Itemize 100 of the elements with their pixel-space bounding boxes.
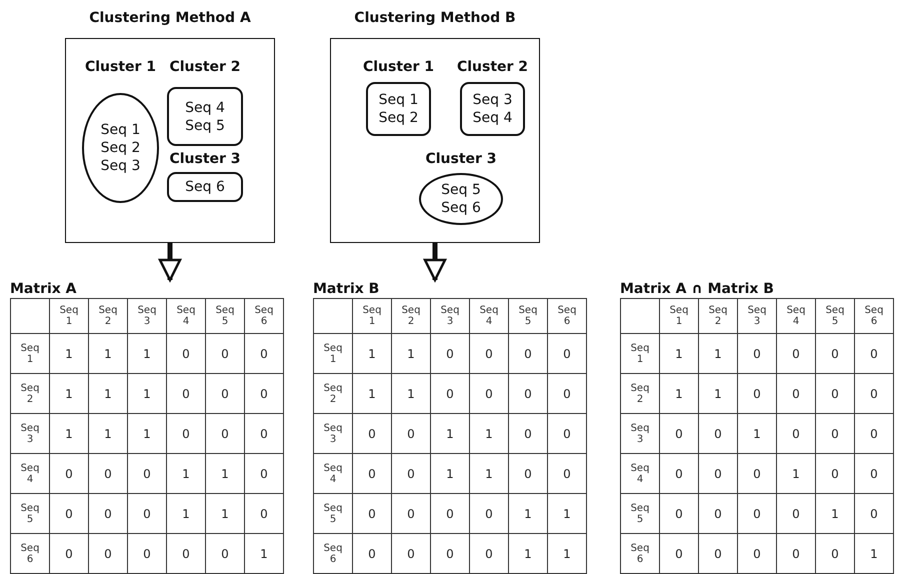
matrix-value: 0	[508, 454, 548, 494]
matrix-value: 0	[854, 374, 894, 414]
panel-title: Clustering Method B	[353, 9, 517, 28]
row-header: Seq 1	[620, 334, 660, 374]
matrix-value: 1	[776, 454, 816, 494]
matrix-value: 1	[88, 374, 128, 414]
column-header: Seq 3	[738, 298, 776, 334]
matrix-value: 0	[816, 334, 854, 374]
matrix-value: 1	[128, 334, 166, 374]
matrix-value: 1	[88, 334, 128, 374]
matrix-value: 1	[206, 494, 244, 534]
column-header: Seq 4	[470, 298, 508, 334]
row-header: Seq 3	[10, 414, 50, 454]
row-header: Seq 2	[314, 374, 352, 414]
matrix-value: 0	[88, 454, 128, 494]
matrix-value: 0	[128, 454, 166, 494]
matrix-value: 0	[738, 534, 776, 574]
matrix-value: 0	[854, 494, 894, 534]
matrix-value: 0	[352, 534, 392, 574]
matrix-value: 0	[88, 494, 128, 534]
matrix-value: 1	[50, 334, 88, 374]
matrix-value: 0	[470, 494, 508, 534]
matrix-value: 1	[548, 534, 586, 574]
column-header: Seq 6	[548, 298, 586, 334]
matrix-value: 0	[206, 334, 244, 374]
column-header: Seq 2	[698, 298, 738, 334]
matrix-value: 0	[738, 374, 776, 414]
matrix-value: 0	[508, 374, 548, 414]
row-header: Seq 4	[314, 454, 352, 494]
panel-title: Clustering Method A	[88, 9, 252, 28]
matrix-value: 1	[166, 494, 206, 534]
matrix-value: 0	[392, 494, 430, 534]
matrix-value: 1	[738, 414, 776, 454]
matrix-value: 1	[660, 334, 698, 374]
matrix-value: 1	[128, 414, 166, 454]
matrix-value: 0	[548, 454, 586, 494]
row-header: Seq 2	[10, 374, 50, 414]
sequence-list: Seq 5 Seq 6	[440, 181, 482, 217]
matrix-value: 0	[548, 414, 586, 454]
matrix-value: 0	[50, 454, 88, 494]
cluster-heading: Cluster 2	[168, 58, 242, 77]
matrix-value: 0	[430, 534, 470, 574]
matrix-value: 0	[430, 374, 470, 414]
matrix-value: 0	[352, 414, 392, 454]
matrix-value: 0	[244, 414, 284, 454]
matrix-value: 0	[352, 494, 392, 534]
matrix-value: 0	[816, 414, 854, 454]
matrix-value: 0	[244, 374, 284, 414]
matrix-title: Matrix B	[313, 280, 380, 298]
matrix-value: 1	[352, 334, 392, 374]
column-header: Seq 3	[128, 298, 166, 334]
column-header: Seq 2	[392, 298, 430, 334]
matrix-value: 0	[776, 334, 816, 374]
matrix-value: 1	[660, 374, 698, 414]
matrix-value: 0	[660, 494, 698, 534]
matrix-value: 0	[88, 534, 128, 574]
matrix-value: 0	[50, 494, 88, 534]
matrix-value: 0	[206, 534, 244, 574]
row-header: Seq 6	[314, 534, 352, 574]
matrix-value: 0	[206, 414, 244, 454]
sequence-list: Seq 1 Seq 2	[378, 91, 420, 127]
column-header: Seq 1	[352, 298, 392, 334]
column-header: Seq 2	[88, 298, 128, 334]
row-header: Seq 4	[10, 454, 50, 494]
matrix-value: 1	[698, 334, 738, 374]
matrix-value: 1	[128, 374, 166, 414]
matrix-value: 0	[392, 534, 430, 574]
matrix-value: 1	[392, 334, 430, 374]
matrix-value: 1	[548, 494, 586, 534]
row-header: Seq 1	[314, 334, 352, 374]
matrix-value: 0	[548, 334, 586, 374]
matrix-title: Matrix A	[10, 280, 78, 298]
arrow	[424, 243, 446, 282]
matrix-value: 0	[816, 454, 854, 494]
row-header: Seq 5	[314, 494, 352, 534]
matrix-value: 1	[698, 374, 738, 414]
matrix-value: 0	[352, 454, 392, 494]
matrix-value: 0	[698, 414, 738, 454]
matrix-value: 0	[470, 534, 508, 574]
matrix-value: 0	[430, 494, 470, 534]
matrix-value: 1	[50, 374, 88, 414]
matrix-value: 1	[392, 374, 430, 414]
row-header: Seq 5	[10, 494, 50, 534]
row-header: Seq 5	[620, 494, 660, 534]
matrix-value: 0	[816, 534, 854, 574]
row-header: Seq 3	[314, 414, 352, 454]
matrix-value: 0	[660, 414, 698, 454]
sequence-list: Seq 4 Seq 5	[184, 98, 226, 134]
matrix-value: 1	[430, 414, 470, 454]
matrix-value: 0	[508, 334, 548, 374]
matrix-value: 1	[508, 534, 548, 574]
matrix-value: 1	[244, 534, 284, 574]
sequence-list: Seq 1 Seq 2 Seq 3	[100, 121, 142, 175]
matrix-value: 1	[206, 454, 244, 494]
column-header: Seq 5	[206, 298, 244, 334]
matrix-value: 1	[88, 414, 128, 454]
matrix-value: 0	[166, 374, 206, 414]
matrix-value: 0	[392, 454, 430, 494]
row-header: Seq 4	[620, 454, 660, 494]
matrix-value: 0	[660, 534, 698, 574]
